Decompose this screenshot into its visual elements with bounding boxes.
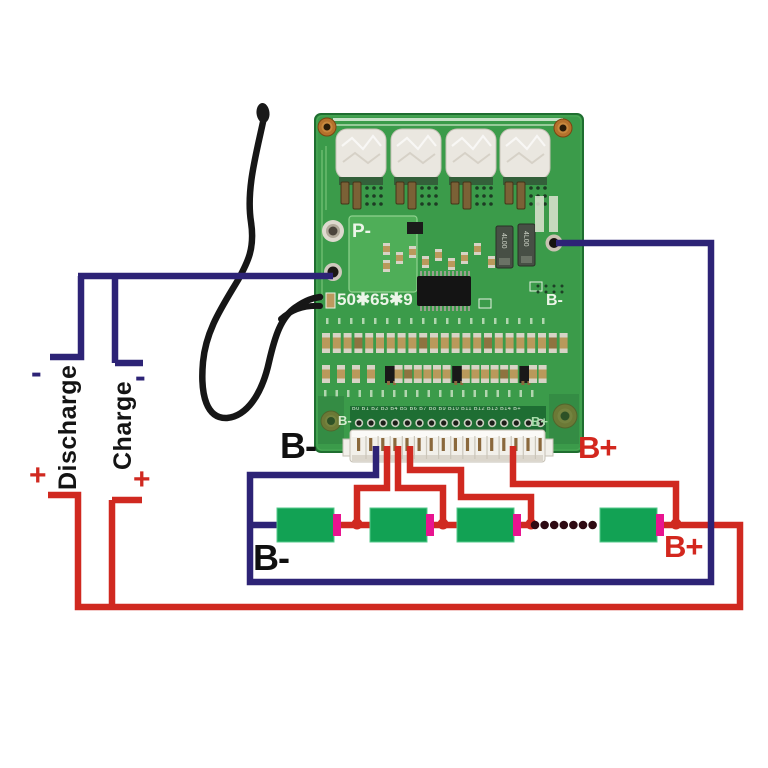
- p-minus-wire: [50, 272, 333, 367]
- shunt-resistor-label: 4L00: [500, 233, 507, 249]
- charge-plus-sign: +: [133, 463, 151, 496]
- silk-outline: [478, 298, 492, 309]
- positive-wires: [48, 446, 744, 611]
- series-ellipsis-dots: [530, 520, 597, 530]
- pack-b-minus-upper-label: B-: [280, 425, 317, 466]
- thermistor-wire: [278, 302, 323, 322]
- b-minus-wire: [246, 239, 715, 586]
- battery-cell: [276, 507, 335, 543]
- battery-terminal: [333, 514, 341, 536]
- silk-size-marking: 50✱65✱9: [337, 290, 413, 309]
- battery-terminal: [513, 514, 521, 536]
- test-points: [536, 284, 564, 294]
- silk-strip: [333, 124, 563, 126]
- silk-p-minus: P-: [352, 221, 371, 242]
- pack-b-minus-lower-label: B-: [253, 537, 290, 578]
- smd-components: [322, 222, 568, 385]
- negative-wires: [50, 239, 715, 586]
- discharge-label: Discharge: [54, 364, 82, 490]
- bms-pcb-board: [314, 113, 584, 453]
- charge-minus-sign: -: [135, 358, 146, 394]
- pcb-pad: [318, 396, 344, 444]
- pcb-pad: [535, 196, 544, 232]
- pin-holes: [354, 418, 545, 428]
- balance-wires: [353, 446, 680, 521]
- connector-tab: [544, 438, 554, 457]
- battery-terminal: [656, 514, 664, 536]
- screw-hole: [317, 117, 337, 137]
- battery-cells: [276, 507, 664, 543]
- shunt-resistors: [495, 223, 536, 269]
- smd-component: [325, 292, 336, 309]
- pack-b-plus-lower-label: B+: [664, 529, 703, 564]
- battery-cell: [456, 507, 515, 543]
- connector-lip: [352, 455, 543, 461]
- thermistor-wire: [199, 118, 324, 422]
- battery-cell: [369, 507, 428, 543]
- silk-pin-labels: B0 B1 B2 B3 B4 B5 B6 B7 B8 B9 B10 B11 B1…: [352, 407, 521, 412]
- charge-label: Charge: [109, 380, 137, 470]
- silk-b-minus: B-: [546, 292, 563, 309]
- pcb-pad: [549, 196, 558, 232]
- battery-terminal: [426, 514, 434, 536]
- mosfet-bank: [335, 128, 551, 210]
- silk-outline: [529, 281, 543, 292]
- pack-b-plus-upper-label: B+: [578, 430, 617, 465]
- discharge-minus-sign: -: [31, 354, 42, 390]
- ic-pins: [420, 271, 470, 311]
- silk-connector-b-plus: B+: [531, 414, 548, 429]
- thermistor-tip: [256, 103, 270, 123]
- silk-strip: [333, 118, 563, 121]
- shunt-resistor-label: 4L00: [522, 231, 529, 247]
- silk-connector-b-minus: B-: [338, 413, 352, 428]
- discharge-plus-sign: +: [29, 459, 47, 492]
- battery-cell: [599, 507, 658, 543]
- refdes-marks: [324, 318, 545, 397]
- connector-lip: [352, 431, 543, 437]
- pcb-pad: [549, 394, 579, 444]
- screw-hole: [553, 118, 573, 138]
- main-ic-chip: [417, 271, 471, 311]
- thermistor-probe: [199, 103, 324, 422]
